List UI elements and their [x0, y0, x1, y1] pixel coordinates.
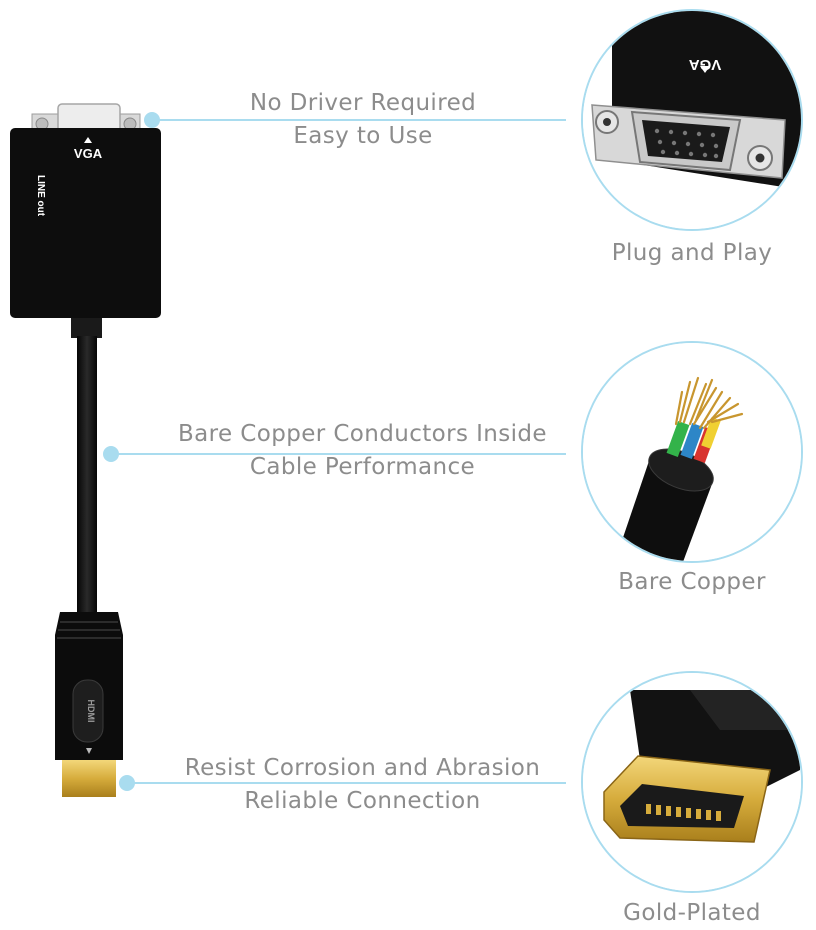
hdmi-grip-ridges	[57, 621, 121, 639]
feature-1-line1: No Driver Required	[249, 90, 477, 116]
feature-1-line2: Easy to Use	[293, 123, 433, 149]
feature-2-line2: Cable Performance	[249, 454, 476, 480]
adapter-product: VGA LINE out HDMI	[10, 103, 161, 797]
hdmi-logo-plate	[72, 679, 104, 743]
detail-circle-gold	[581, 671, 803, 893]
vga-housing	[10, 128, 161, 318]
cable-strain-relief-top	[71, 318, 102, 338]
copper-strands	[674, 376, 744, 430]
feature-2-line1: Bare Copper Conductors Inside	[178, 421, 547, 447]
insulator-green	[666, 420, 690, 458]
vga-arrow-icon	[84, 137, 92, 143]
gold-closeup-contacts	[646, 804, 721, 821]
feature-3-text: Resist Corrosion and Abrasion Reliable C…	[160, 752, 565, 818]
callout-dot-3	[119, 775, 135, 791]
gold-closeup-opening	[620, 784, 744, 828]
insulator-blue	[680, 422, 704, 460]
feature-1-text: No Driver Required Easy to Use	[188, 87, 538, 153]
cable	[77, 336, 97, 626]
line-out-label: LINE out	[35, 175, 46, 217]
hdmi-plug-label: HDMI	[86, 700, 96, 723]
feature-3-line2: Reliable Connection	[244, 788, 481, 814]
feature-3-caption: Gold-Plated	[623, 900, 761, 926]
hdmi-arrow-icon	[86, 748, 92, 754]
hdmi-gold-tip	[62, 760, 116, 797]
vga-closeup-label: VGA	[689, 56, 722, 73]
callout-dot-1	[144, 112, 160, 128]
feature-3-line1: Resist Corrosion and Abrasion	[184, 755, 541, 781]
feature-1-caption: Plug and Play	[611, 240, 773, 266]
callout-dot-2	[103, 446, 119, 462]
feature-2-text: Bare Copper Conductors Inside Cable Perf…	[160, 418, 565, 484]
detail-circle-vga: VGA	[581, 9, 803, 231]
callout-lines	[103, 112, 566, 791]
insulator-yellow	[701, 417, 721, 449]
detail-circle-copper	[581, 341, 803, 563]
feature-2-caption: Bare Copper	[618, 569, 766, 595]
vga-closeup-pins	[654, 128, 719, 159]
vga-housing-label: VGA	[74, 146, 103, 161]
vga-closeup-arrow-icon	[700, 66, 710, 73]
